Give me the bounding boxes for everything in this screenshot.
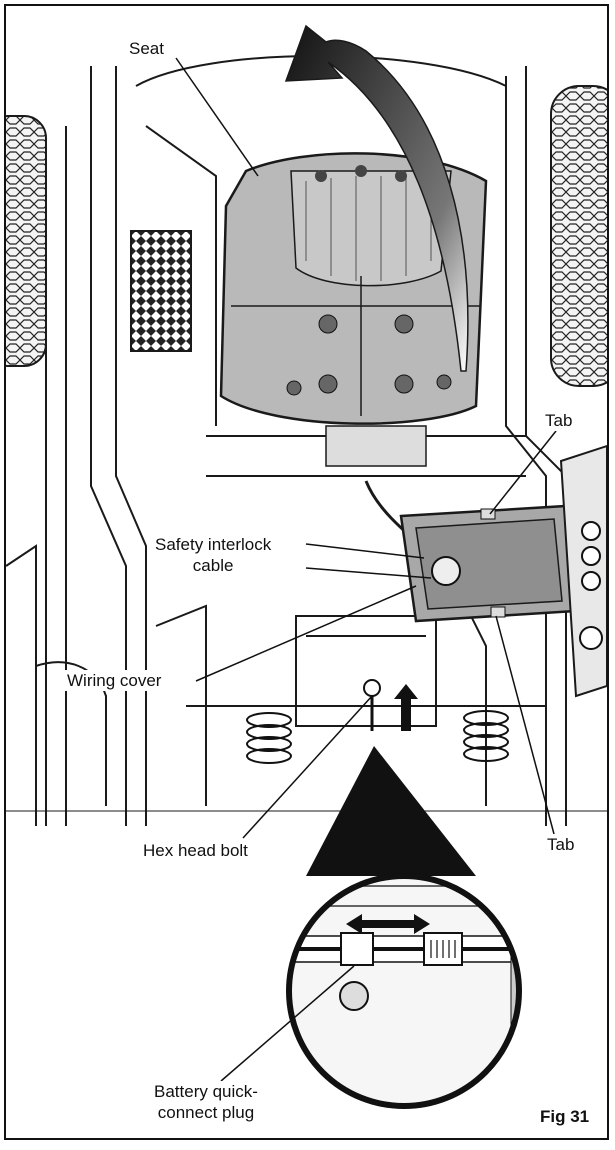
- label-safety-interlock-cable: Safety interlock cable: [152, 534, 275, 576]
- seat: [219, 152, 488, 467]
- left-spring: [246, 712, 292, 764]
- label-hex-head-bolt: Hex head bolt: [140, 840, 251, 861]
- leader-lines: [175, 57, 557, 1082]
- magnified-inset: [286, 873, 522, 1109]
- label-safety-interlock-line2: cable: [192, 556, 234, 575]
- wiring-cover: [399, 504, 578, 623]
- right-spring: [463, 710, 509, 762]
- label-tab-bottom: Tab: [544, 834, 578, 855]
- vent-mesh-panel: [130, 230, 192, 352]
- figure-number: Fig 31: [540, 1107, 590, 1126]
- figure-frame: Seat Tab Safety interlock cable Wiring c…: [4, 4, 609, 1140]
- label-battery-line1: Battery quick-: [154, 1082, 258, 1101]
- seat-lift-arrow: [284, 24, 469, 372]
- right-rear-tire: [550, 85, 607, 387]
- label-safety-interlock-line1: Safety interlock: [155, 535, 272, 554]
- label-battery-quick-connect-plug: Battery quick- connect plug: [151, 1081, 261, 1123]
- label-seat: Seat: [126, 38, 167, 59]
- mower-frame: [6, 55, 567, 826]
- label-wiring-cover: Wiring cover: [64, 670, 165, 691]
- left-rear-tire: [6, 115, 47, 367]
- mower-illustration: [6, 24, 607, 1109]
- double-arrow-icon: [346, 914, 430, 934]
- magnifier-pointer: [306, 746, 476, 876]
- label-battery-line2: connect plug: [157, 1103, 255, 1122]
- label-tab-top: Tab: [542, 410, 576, 431]
- control-panel: [559, 444, 607, 698]
